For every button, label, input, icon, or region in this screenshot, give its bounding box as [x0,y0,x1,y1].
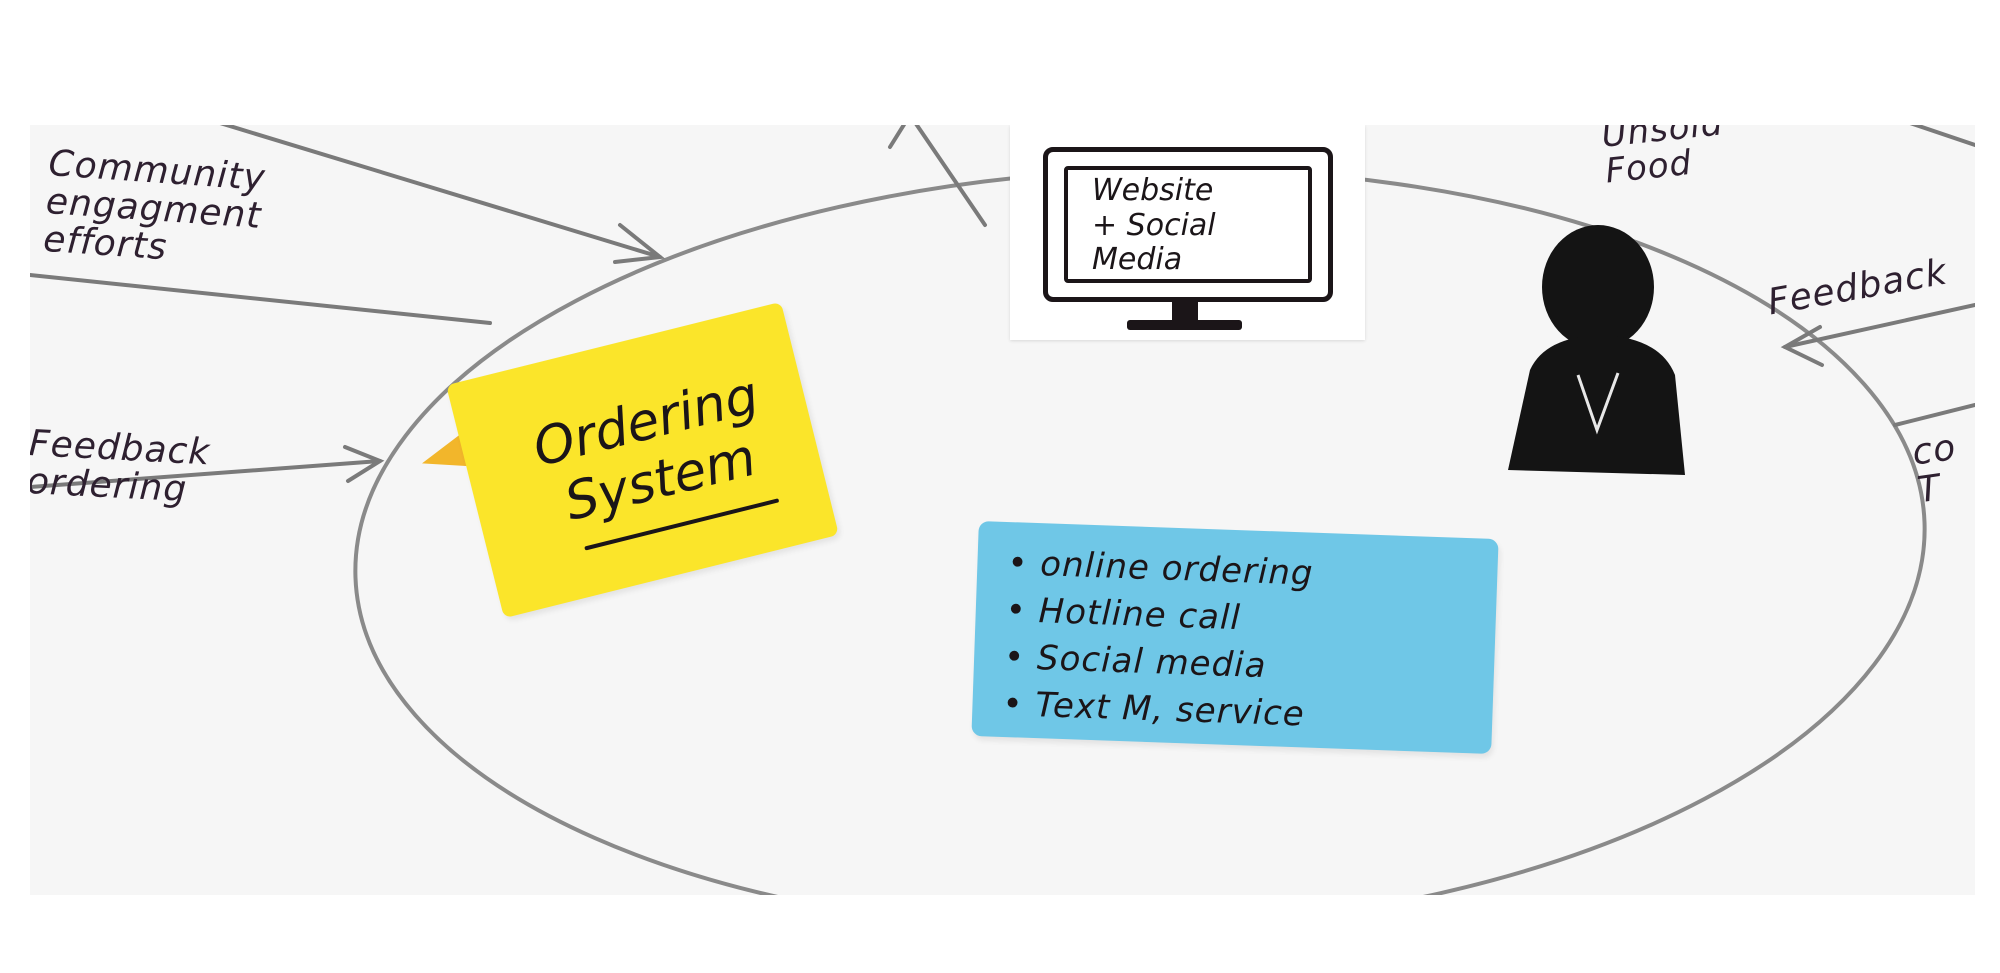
arrow-community-in [219,125,662,259]
arrow-out-top [914,125,987,227]
monitor-stand-base [1127,320,1242,330]
monitor-inner-frame: Website + Social Media [1064,166,1312,283]
person-figure-icon [1508,225,1685,475]
arrow-feedback-in [30,459,382,489]
community-engagement-label: Community engagment efforts [42,143,267,268]
monitor-stand-neck [1172,301,1198,321]
monitor-label: Website + Social Media [1092,173,1216,277]
feedback-ordering-label: Feedback ordering [30,423,212,511]
arrow-feedback-right-head [1780,325,1824,367]
ordering-system-title: Ordering System [527,365,765,533]
ordering-channels-sticky-note: online ordering Hotline call Social medi… [971,520,1499,755]
monitor-icon: Website + Social Media [1043,147,1333,302]
arrow-out-top-head [888,125,907,149]
arrow-community-in-head [613,223,666,264]
line-right-bottom [1893,403,1975,427]
paper-scene: Community engagment efforts Feedback ord… [30,125,1975,895]
arrow-feedback-right-in [1783,303,1975,349]
arrow-feedback-in-head [343,445,385,483]
website-social-media-card: Website + Social Media [1010,125,1365,340]
line-top-right [1909,125,1975,147]
ordering-channels-list: online ordering Hotline call Social medi… [972,521,1499,745]
line-left-edge [30,273,492,325]
